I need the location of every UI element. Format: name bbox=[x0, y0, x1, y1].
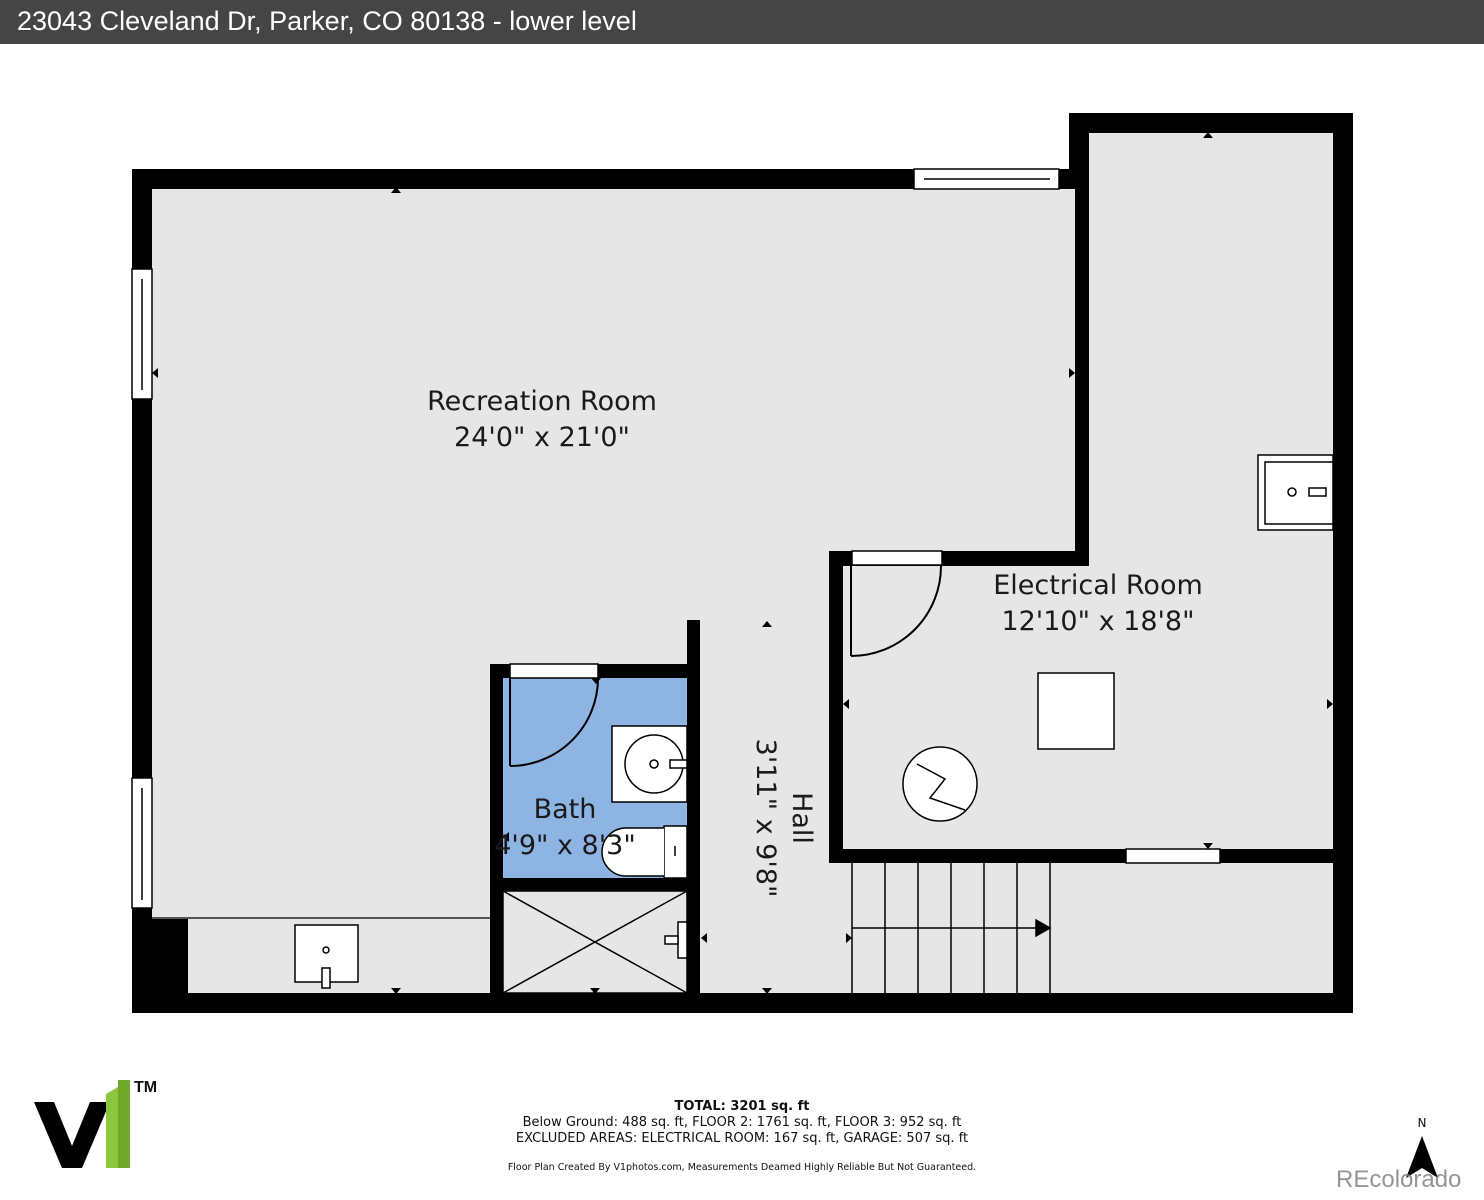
north-label: N bbox=[1417, 1116, 1427, 1130]
electrical-room-name: Electrical Room bbox=[993, 570, 1203, 601]
north-arrow-icon bbox=[1406, 1136, 1438, 1178]
page-title: 23043 Cleveland Dr, Parker, CO 80138 - l… bbox=[0, 0, 1484, 44]
stairs bbox=[851, 863, 1052, 993]
electrical-room-sink bbox=[1257, 454, 1334, 531]
doors bbox=[509, 565, 942, 767]
bath-name: Bath bbox=[533, 794, 597, 825]
recreation-room-dims: 24'0" x 21'0" bbox=[454, 422, 630, 453]
dimension-markers bbox=[152, 132, 1333, 994]
recreation-room-label: Recreation Room 24'0" x 21'0" bbox=[392, 384, 692, 456]
windows bbox=[131, 168, 1221, 909]
furnace-box bbox=[1037, 672, 1115, 750]
hall-name: Hall bbox=[786, 792, 817, 844]
recreation-room-name: Recreation Room bbox=[427, 386, 657, 417]
floor-areas-line: Below Ground: 488 sq. ft, FLOOR 2: 1761 … bbox=[522, 1115, 962, 1130]
excluded-areas-line: EXCLUDED AREAS: ELECTRICAL ROOM: 167 sq.… bbox=[515, 1131, 969, 1146]
electrical-room-dims: 12'10" x 18'8" bbox=[1001, 606, 1195, 637]
credit-note: Floor Plan Created By V1photos.com, Meas… bbox=[507, 1162, 977, 1173]
v1-logo bbox=[34, 1080, 130, 1168]
hall-dims: 3'11" x 9'8" bbox=[750, 738, 781, 898]
bath-label: Bath 4'9" x 8'3" bbox=[485, 792, 645, 864]
area-summary: TOTAL: 3201 sq. ft Below Ground: 488 sq.… bbox=[442, 1098, 1042, 1147]
total-area: TOTAL: 3201 sq. ft bbox=[674, 1099, 810, 1114]
electrical-room-label: Electrical Room 12'10" x 18'8" bbox=[948, 568, 1248, 640]
interior-walls bbox=[152, 133, 1333, 1013]
floor-areas bbox=[152, 133, 1333, 993]
bath-fixtures bbox=[601, 725, 688, 879]
watermark: REcolorado bbox=[1336, 1166, 1462, 1193]
water-heater bbox=[902, 746, 978, 822]
bath-dims: 4'9" x 8'3" bbox=[494, 830, 636, 861]
rec-room-sink bbox=[294, 924, 359, 989]
trademark-mark: TM bbox=[134, 1079, 158, 1096]
